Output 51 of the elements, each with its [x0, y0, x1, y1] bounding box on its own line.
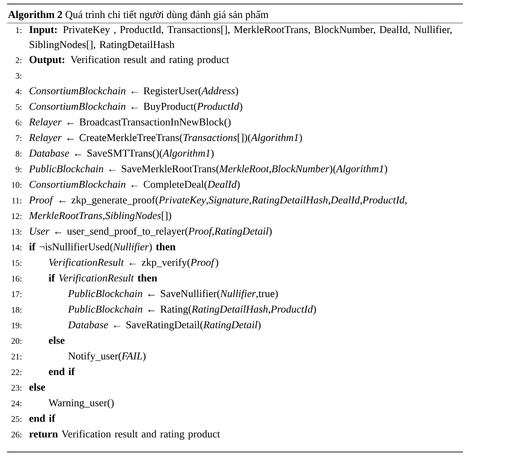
line-number: 10:: [12, 182, 22, 188]
code-line: if VerificationResult then: [48, 274, 158, 284]
line-number: 14:: [12, 244, 22, 250]
code-line: end if: [29, 414, 56, 422]
code-line: else: [48, 336, 65, 344]
line-number: 4:: [16, 88, 22, 94]
line-number: 13:: [12, 228, 22, 235]
code-line: if ¬isNullifierUsed(Nullifier) then: [29, 242, 176, 252]
line-number: 3:: [16, 72, 22, 79]
line-number: 21:: [12, 354, 22, 360]
line-number: 17:: [12, 291, 22, 298]
code-line: Relayer ← BroadcastTransactionInNewBlock(): [28, 118, 231, 128]
code-line: MerkleRootTrans,SiblingNodes[]): [28, 212, 172, 222]
line-number: 6:: [16, 120, 22, 126]
code-line: ConsortiumBlockchain ← BuyProduct(ProductId): [30, 102, 242, 112]
code-line: ConsortiumBlockchain ← RegisterUser(Address): [30, 86, 238, 96]
line-number: 26:: [12, 432, 22, 438]
line-number: 19:: [12, 322, 22, 328]
line-number: 18:: [12, 306, 22, 313]
code-line: PublicBlockchain ← SaveNullifier(Nullifier,true): [68, 290, 278, 300]
code-line: PublicBlockchain ← SaveMerkleRootTrans(MerkleRoot,BlockNumber)(Algorithm1): [28, 164, 388, 174]
line-number: 8:: [16, 150, 22, 157]
code-line: ConsortiumBlockchain ← CompleteDeal(DealId): [30, 180, 240, 190]
code-line: Proof ← zkp_generate_proof(PrivateKey,Signature,RatingDetailHash,DealId,ProductId,: [28, 196, 407, 206]
line-number: 22:: [12, 369, 22, 376]
code-line: PublicBlockchain ← Rating(RatingDetailHash,ProductId): [68, 305, 316, 315]
line-number: 1:: [16, 27, 22, 34]
code-line: Output: Verification result and rating product: [30, 56, 229, 66]
code-line: Relayer ← CreateMerkleTreeTrans(Transactions[])(Algorithm1): [28, 134, 302, 144]
code-line: Warning_user(): [48, 398, 114, 408]
code-line: return Verification result and rating product: [29, 430, 220, 440]
algorithm-title: Algorithm 2 Quá trình chi tiết người dùng đánh giá sản phẩm: [8, 10, 268, 20]
line-number: 16:: [12, 276, 22, 282]
line-number: 20:: [12, 338, 22, 344]
line-number: 9:: [16, 166, 22, 172]
line-number: 24:: [12, 400, 22, 406]
line-number: 12:: [12, 213, 22, 220]
code-line: else: [29, 383, 46, 391]
line-number: 15:: [12, 260, 22, 266]
code-line: Database ← SaveSMTTrans()(Algorithm1): [28, 149, 214, 159]
line-number: 25:: [12, 416, 22, 422]
code-line: end if: [48, 368, 75, 376]
code-line: Notify_user(FAIL): [68, 352, 146, 362]
code-line: VerificationResult ← zkp_verify(Proof): [49, 258, 218, 268]
code-line: Database ← SaveRatingDetail(RatingDetail): [68, 320, 261, 330]
line-number: 11:: [12, 198, 22, 204]
line-number: 7:: [16, 135, 22, 142]
line-number: 5:: [16, 104, 22, 110]
code-line: Input: PrivateKey , ProductId, Transactions[], MerkleRootTrans, BlockNumber, DealId, Nullifier, SiblingNodes[], RatingDetailHash: [29, 26, 452, 50]
line-number: 23:: [12, 384, 22, 391]
line-number: 2:: [16, 57, 22, 64]
